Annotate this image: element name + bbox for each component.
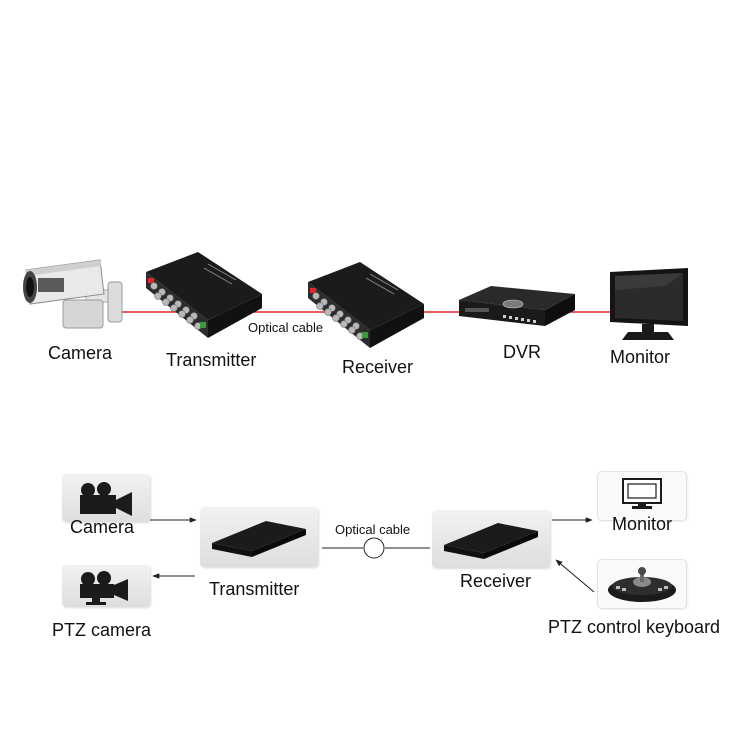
bottom-monitor-label: Monitor bbox=[612, 514, 673, 534]
ptz-camera-card bbox=[62, 565, 150, 607]
ptz-keyboard-card bbox=[598, 560, 686, 608]
receiver-box-icon bbox=[444, 523, 538, 559]
receiver-card bbox=[432, 510, 550, 568]
monitor-device bbox=[610, 268, 688, 340]
top-transmitter-label: Transmitter bbox=[166, 350, 257, 370]
monitor-icon bbox=[622, 478, 662, 509]
video-camera-icon bbox=[80, 482, 132, 516]
monitor-card bbox=[598, 472, 686, 520]
top-monitor-label: Monitor bbox=[610, 347, 671, 367]
bullet-camera-icon bbox=[23, 259, 123, 329]
top-dvr-label: DVR bbox=[503, 342, 542, 362]
receiver-device bbox=[308, 262, 424, 348]
bottom-receiver-label: Receiver bbox=[460, 571, 532, 591]
ptz-camera-icon bbox=[80, 571, 128, 605]
camera-card bbox=[62, 474, 150, 522]
top-optical-cable-label: Optical cable bbox=[248, 320, 324, 335]
bottom-ptz-camera-label: PTZ camera bbox=[52, 620, 152, 640]
bottom-ptz-keyboard-label: PTZ control keyboard bbox=[548, 617, 721, 637]
bottom-optical-cable-label: Optical cable bbox=[335, 522, 411, 537]
ptz-keyboard-icon bbox=[608, 567, 676, 602]
dvr-device bbox=[459, 286, 575, 326]
transmitter-device bbox=[146, 252, 262, 338]
bottom-camera-label: Camera bbox=[70, 517, 135, 537]
bottom-transmitter-label: Transmitter bbox=[209, 579, 300, 599]
top-camera-label: Camera bbox=[48, 343, 113, 363]
transmitter-card bbox=[200, 507, 318, 567]
top-receiver-label: Receiver bbox=[342, 357, 414, 377]
transmitter-box-icon bbox=[212, 521, 306, 557]
